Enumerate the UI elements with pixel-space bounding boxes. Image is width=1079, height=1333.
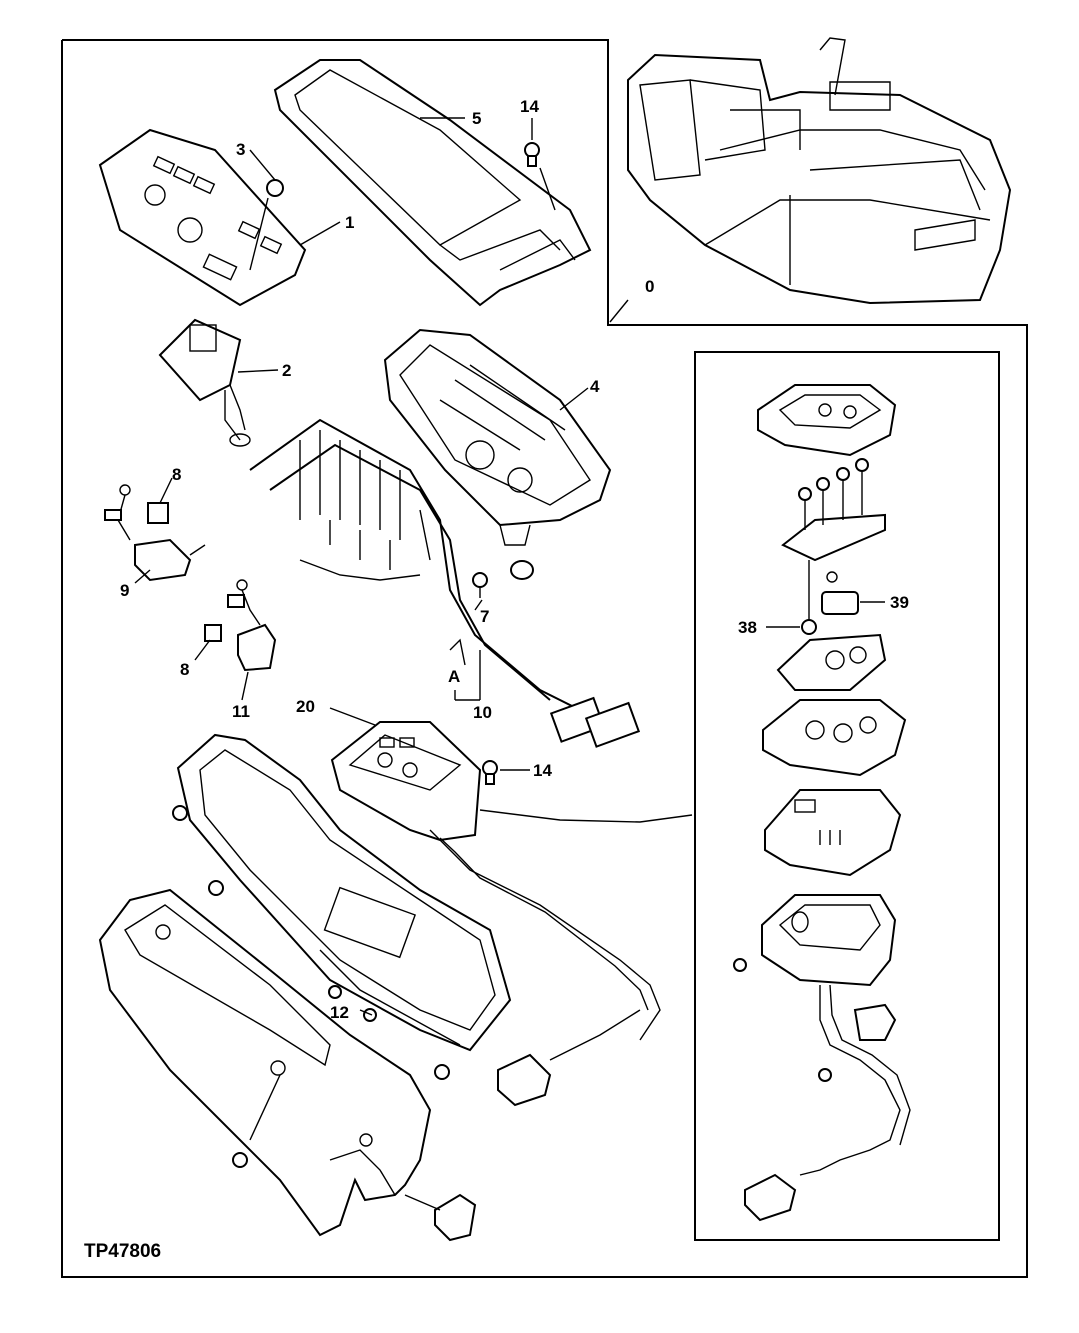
inset-detail-frame <box>694 351 1000 1241</box>
relay-part-11 <box>204 579 277 672</box>
machine-overview-illustration <box>627 37 1012 305</box>
leader-lines <box>134 117 885 1016</box>
callout-14-top: 14 <box>520 97 539 116</box>
callout-39: 39 <box>890 593 909 612</box>
switch-panel-part-1 <box>98 128 307 307</box>
console-frame <box>172 733 512 1052</box>
bolt-part-14-mid <box>482 760 498 785</box>
callout-20: 20 <box>296 697 315 716</box>
bolt-part-14-top <box>524 142 540 167</box>
callout-38: 38 <box>738 618 757 637</box>
callout-5: 5 <box>472 109 481 128</box>
callout-12: 12 <box>330 1003 349 1022</box>
callout-8-lower: 8 <box>180 660 189 679</box>
relay-part-9 <box>104 484 206 582</box>
connector-bottom <box>434 1009 641 1107</box>
circuit-board-part-2 <box>158 318 251 447</box>
callout-1: 1 <box>345 213 354 232</box>
callout-0: 0 <box>645 277 654 296</box>
inset-stack <box>733 384 911 1222</box>
figure-id: TP47806 <box>84 1241 161 1262</box>
housing-part-4 <box>383 328 612 580</box>
callout-3: 3 <box>236 140 245 159</box>
callout-8-upper: 8 <box>172 465 181 484</box>
callout-14-mid: 14 <box>533 761 552 780</box>
diagram-frame <box>61 39 1028 1278</box>
callout-9: 9 <box>120 581 129 600</box>
callout-7: 7 <box>480 607 489 626</box>
lower-cover <box>98 888 477 1242</box>
callout-2: 2 <box>282 361 291 380</box>
cover-panel-part-5 <box>273 59 592 307</box>
callout-labels: 0 1 2 3 4 5 7 8 8 9 10 11 12 14 14 20 38… <box>120 97 909 1022</box>
screw-part-3 <box>266 179 284 197</box>
callout-10: 10 <box>473 703 492 722</box>
callout-A: A <box>448 667 460 686</box>
callout-4: 4 <box>590 377 600 396</box>
wire-harness-part-10 <box>249 418 641 748</box>
controller-part-20 <box>330 721 693 1041</box>
callout-11: 11 <box>232 702 250 721</box>
screw-part-7 <box>472 572 488 598</box>
